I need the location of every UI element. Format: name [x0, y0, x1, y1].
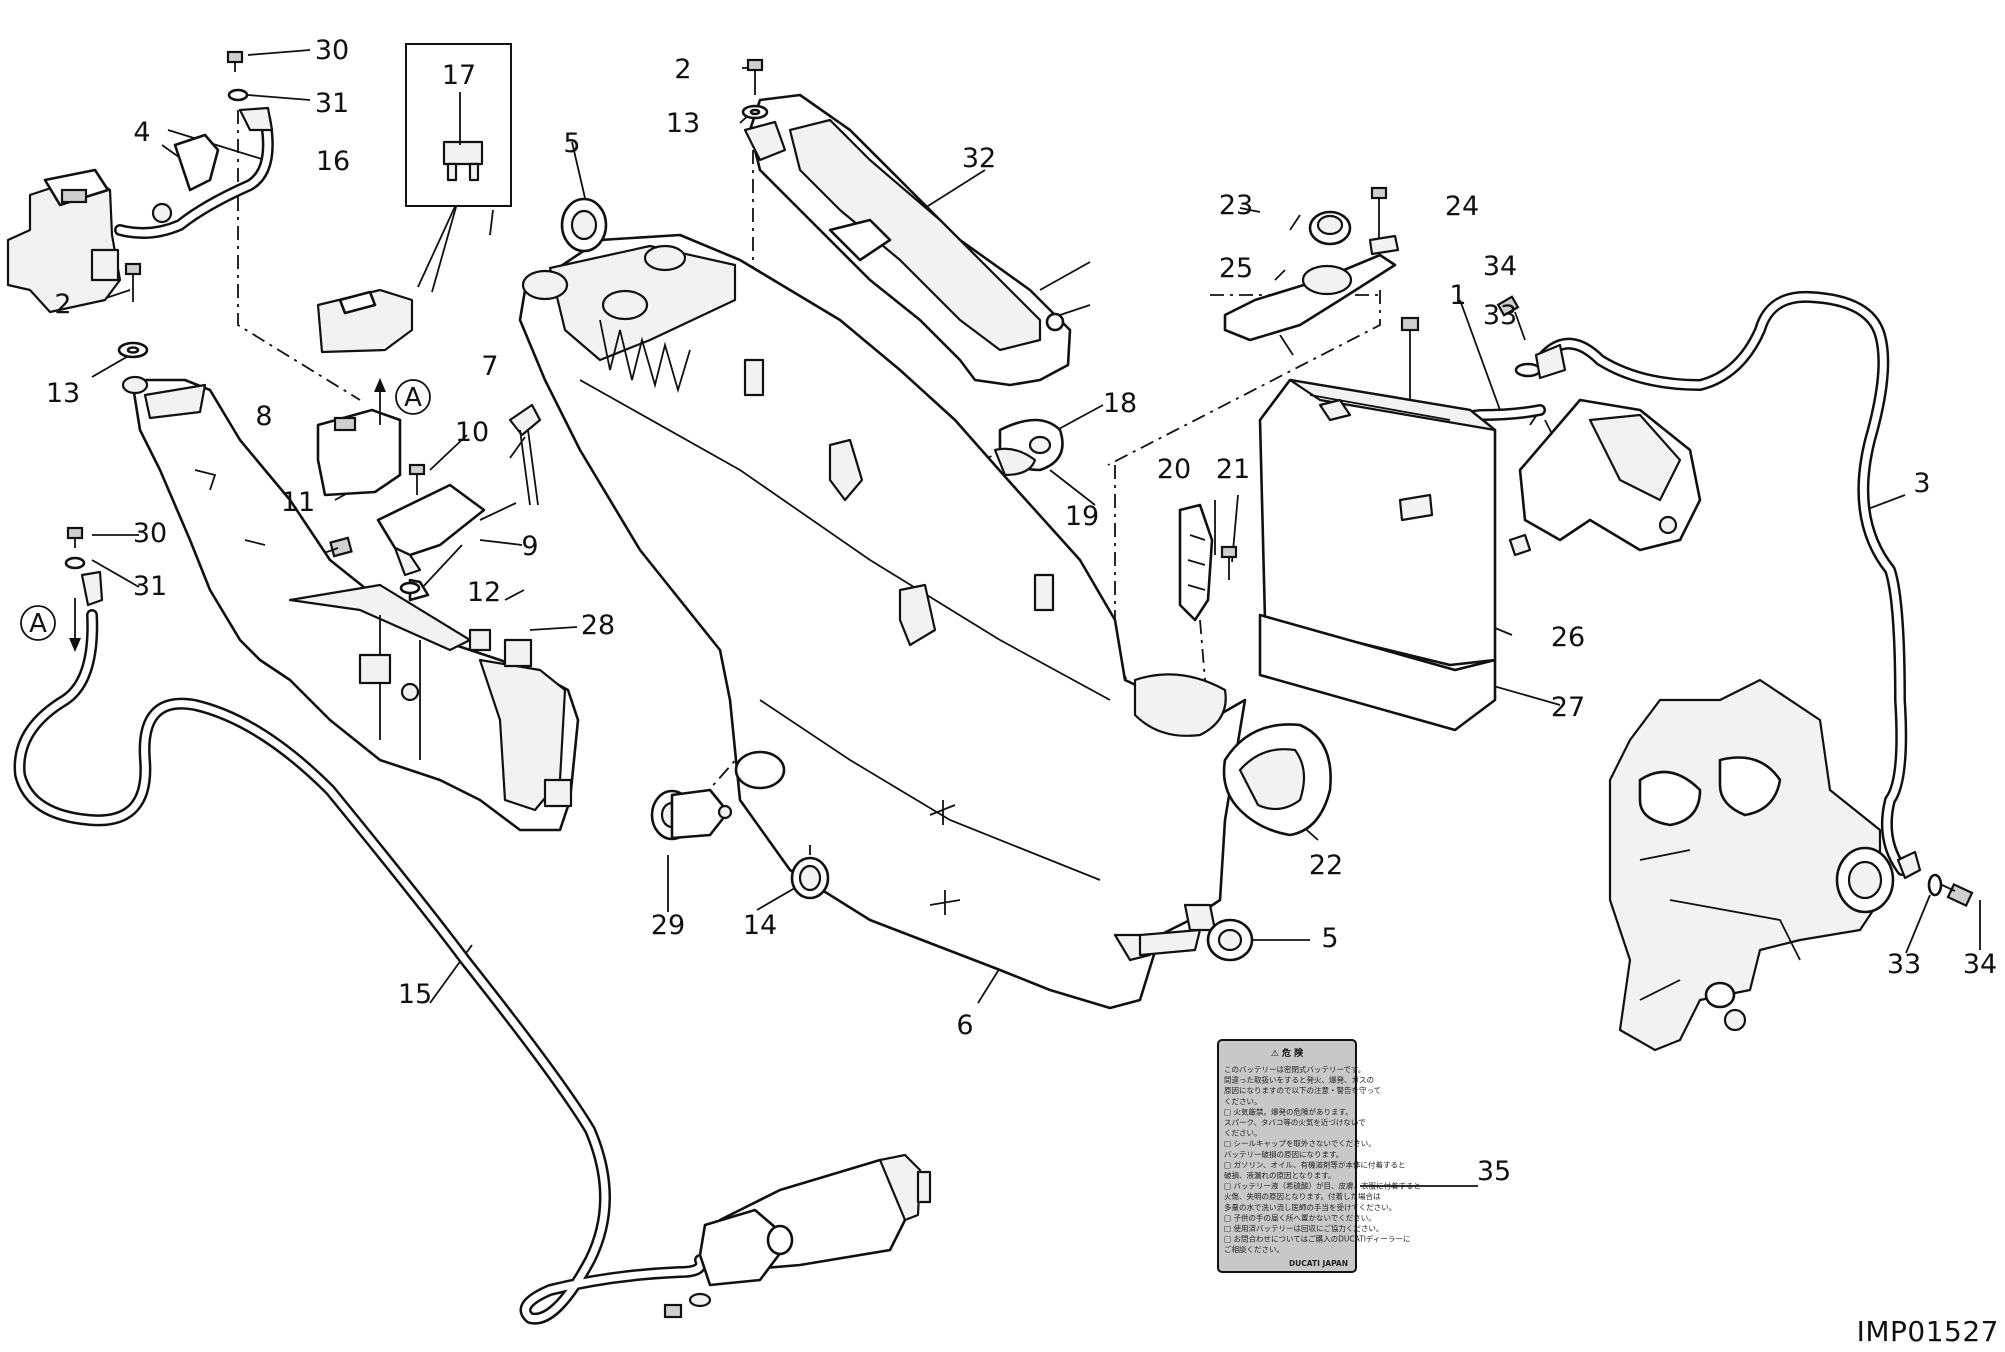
warning-label-line: ご相談ください。	[1224, 1244, 1284, 1254]
callout-12: 12	[467, 577, 501, 608]
callout-11: 11	[281, 487, 315, 518]
callout-34-top: 34	[1483, 251, 1517, 282]
reference-code: IMP01527	[1856, 1315, 1999, 1348]
callout-8: 8	[255, 401, 272, 432]
callout-2-left: 2	[54, 289, 71, 320]
view-marker-a-right: A	[374, 378, 431, 425]
socket-29	[650, 788, 733, 841]
warning-label-35: ⚠ 危 険 このバッテリーは密閉式バッテリーです。間違った取扱いをすると発火、爆…	[1217, 1039, 1421, 1273]
engine-crankcase	[1608, 678, 1895, 1052]
callout-34-bottom: 34	[1963, 949, 1997, 980]
callout-5-bottom: 5	[1321, 923, 1338, 954]
starter-motor	[663, 1153, 932, 1319]
warning-label-line: スパーク、タバコ等の火気を近づけないで	[1224, 1117, 1366, 1127]
callout-33-bottom: 33	[1887, 949, 1921, 980]
callout-10: 10	[455, 417, 489, 448]
warning-label-line: □ 火気厳禁。爆発の危険があります。	[1224, 1106, 1353, 1116]
cover-32	[743, 93, 1072, 387]
warning-label-line: ください。	[1224, 1129, 1262, 1138]
warning-label-line: このバッテリーは密閉式バッテリーです。	[1224, 1064, 1365, 1074]
callout-22: 22	[1309, 850, 1343, 881]
warning-label-lines: このバッテリーは密閉式バッテリーです。間違った取扱いをすると発火、爆発、ガスの原…	[1224, 1064, 1421, 1254]
tray-27	[1258, 613, 1497, 732]
left-mount-tray	[121, 375, 580, 832]
callout-numbers: 30 31 4 16 17 2 13 8 7 10 11 9 12 28 30 …	[46, 35, 1997, 1187]
callout-6: 6	[956, 1010, 973, 1041]
callout-24: 24	[1445, 191, 1479, 222]
callout-29: 29	[651, 910, 685, 941]
clip-18-19	[993, 418, 1064, 477]
callout-25: 25	[1219, 253, 1253, 284]
warning-label-line: 原因になりますので以下の注意・警告を守って	[1224, 1085, 1381, 1095]
callout-5-top: 5	[563, 128, 580, 159]
warning-label-line: 火傷、失明の原因となります。付着した場合は	[1224, 1191, 1381, 1201]
battery-26	[1258, 316, 1532, 667]
warning-label-heading: ⚠ 危 険	[1271, 1047, 1304, 1059]
bracket-20	[1178, 503, 1238, 622]
cable-tie-7	[508, 403, 542, 506]
warning-label-line: □ お問合わせについてはご購入のDUCATIディーラーに	[1224, 1234, 1410, 1244]
warning-label-line: □ 使用済バッテリーは回収にご協力ください。	[1224, 1223, 1383, 1233]
warning-label-line: □ 子供の手の届く所へ置かないでください。	[1224, 1212, 1376, 1222]
cover-bracket-right	[1518, 398, 1702, 552]
callout-18: 18	[1103, 388, 1137, 419]
callout-3: 3	[1913, 468, 1930, 499]
callout-35: 35	[1477, 1156, 1511, 1187]
callout-19: 19	[1065, 501, 1099, 532]
callout-21: 21	[1216, 454, 1250, 485]
bracket-9	[376, 483, 486, 602]
warning-label-line: 多量の水で洗い流し医師の手当を受けてください。	[1224, 1202, 1396, 1212]
callout-16: 16	[316, 146, 350, 177]
svg-text:A: A	[404, 383, 422, 413]
cover-22	[1222, 723, 1332, 837]
callout-4: 4	[133, 117, 150, 148]
warning-label-line: □ バッテリー液（希硫酸）が目、皮膚、衣服に付着すると	[1224, 1181, 1421, 1191]
callout-2-top: 2	[674, 54, 691, 85]
callout-32: 32	[962, 143, 996, 174]
callout-23: 23	[1219, 190, 1253, 221]
callout-13-left: 13	[46, 378, 80, 409]
callout-20: 20	[1157, 454, 1191, 485]
callout-31-top: 31	[315, 88, 349, 119]
callout-9: 9	[521, 531, 538, 562]
callout-33-top: 33	[1483, 300, 1517, 331]
callout-13-top: 13	[666, 108, 700, 139]
relay-8	[316, 288, 414, 497]
fuse-inset-17	[405, 43, 512, 207]
callout-30-top: 30	[315, 35, 349, 66]
strap-25	[1223, 186, 1400, 342]
bolt-2-left	[117, 262, 149, 359]
callout-15: 15	[398, 979, 432, 1010]
callout-17: 17	[442, 60, 476, 91]
terminal-33-34-lower	[1896, 850, 1974, 908]
view-marker-a-left: A	[20, 598, 81, 652]
callout-1: 1	[1449, 280, 1466, 311]
grommet-14	[790, 845, 830, 900]
callout-28: 28	[581, 610, 615, 641]
battery-holder-6	[518, 233, 1247, 1010]
terminal-33-upper	[1496, 295, 1567, 380]
callout-31-left: 31	[133, 571, 167, 602]
warning-label-line: □ シールキャップを取外さないでください。	[1224, 1138, 1376, 1148]
warning-label-brand: DUCATI JAPAN	[1289, 1259, 1348, 1268]
bolt-30-top	[226, 50, 274, 132]
callout-26: 26	[1551, 622, 1585, 653]
warning-label-line: 破損、液漏れの原因となります。	[1224, 1170, 1336, 1180]
warning-label-line: □ ガソリン、オイル、有機溶剤等が本体に付着すると	[1224, 1159, 1406, 1169]
callout-7: 7	[481, 351, 498, 382]
bolt-2-top	[741, 58, 769, 120]
warning-label-line: ください。	[1224, 1097, 1262, 1106]
grommet-5-bottom	[1206, 918, 1254, 962]
terminal-left-31	[64, 526, 104, 607]
callout-30-left: 30	[133, 518, 167, 549]
grommet-5-top	[560, 197, 608, 253]
warning-label-line: バッテリー破損の原因になります。	[1224, 1149, 1343, 1159]
solenoid-relay-4	[6, 133, 220, 314]
warning-label-line: 間違った取扱いをすると発火、爆発、ガスの	[1224, 1075, 1374, 1085]
callout-27: 27	[1551, 692, 1585, 723]
callout-14: 14	[743, 910, 777, 941]
svg-text:A: A	[29, 609, 47, 639]
